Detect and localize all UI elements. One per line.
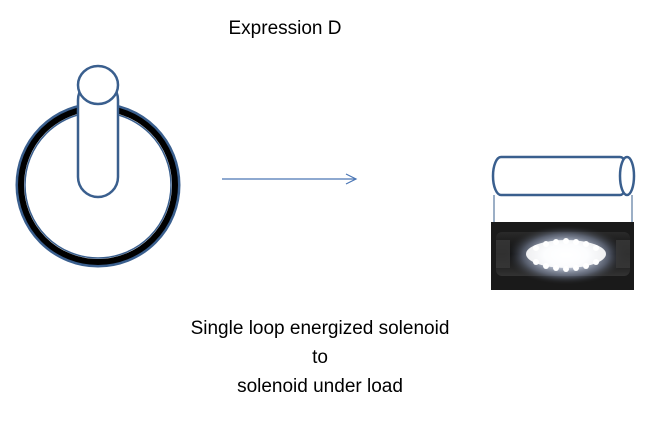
lit-led-tube-photo (491, 222, 634, 290)
diagram-caption: Single loop energized solenoid to soleno… (120, 314, 520, 401)
cylinder-body (491, 155, 630, 197)
caption-line-2: to (312, 347, 328, 368)
solenoid-rod-cap (76, 64, 120, 106)
right-arrow-icon (222, 173, 358, 185)
caption-line-1: Single loop energized solenoid (190, 318, 450, 339)
arrow-head (345, 173, 358, 185)
led-dots (533, 238, 599, 272)
single-loop-solenoid-icon (15, 64, 181, 268)
diagram-title: Expression D (228, 18, 342, 39)
tube-end-left (496, 240, 510, 268)
cylinder-end-cap (618, 155, 636, 197)
tube-end-right (616, 240, 630, 268)
cylinder-icon (491, 155, 636, 222)
caption-line-3: solenoid under load (237, 376, 403, 397)
